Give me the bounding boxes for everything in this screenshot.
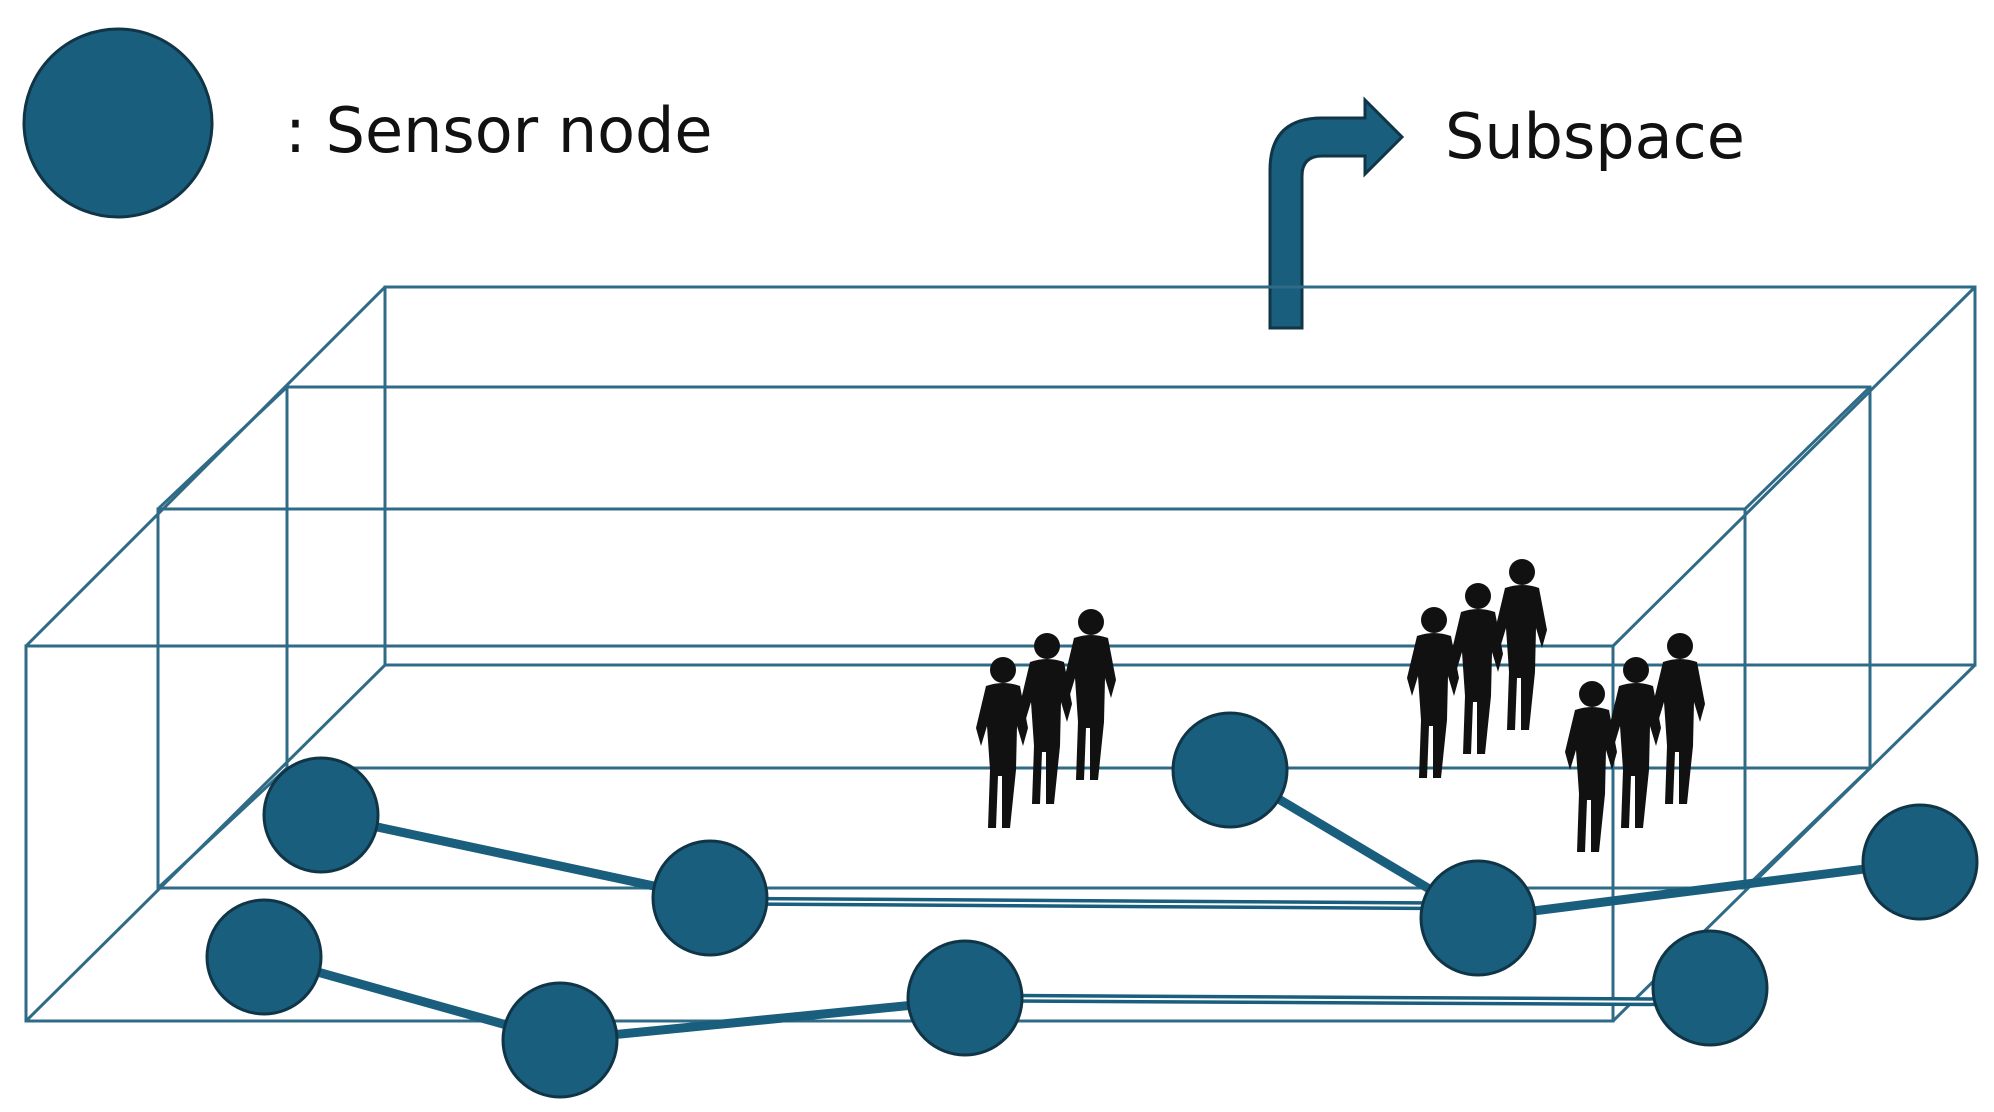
inner-edge-bottom-right [1743, 766, 1872, 890]
people-group-icon [976, 609, 1116, 828]
sensor-node-icon [1419, 859, 1537, 977]
outer-edge-top-left [24, 285, 387, 648]
sensor-node-icon [501, 981, 619, 1099]
people-group-icon [1407, 559, 1547, 778]
sensor-node-icon [1171, 711, 1289, 829]
outer-edge-top-right [1611, 285, 1977, 648]
sensor-node-icon [1861, 803, 1979, 921]
link [1473, 857, 1925, 923]
sensor-nodes [205, 711, 1979, 1099]
inner-edge-bottom-left [156, 766, 289, 890]
sensor-node-icon [651, 839, 769, 957]
sensor-node-icon [1651, 929, 1769, 1047]
sensor-node-icon [262, 756, 380, 874]
legend-sensor-node-icon [22, 27, 214, 219]
outer-box-back [383, 285, 1977, 667]
subspace-label: Subspace [1445, 100, 1745, 173]
sensor-links-inner [709, 900, 1711, 1003]
people-groups [976, 559, 1705, 852]
subspace-callout: Subspace [1268, 96, 1745, 330]
inner-edge-top-left [156, 385, 289, 511]
sensor-node-icon [906, 939, 1024, 1057]
legend: : Sensor node [22, 27, 713, 219]
sensor-node-icon [205, 898, 323, 1016]
link [316, 810, 715, 903]
inner-edge-top-right [1743, 385, 1872, 511]
arrow-icon [1268, 96, 1405, 330]
link [555, 995, 970, 1045]
legend-label: : Sensor node [285, 94, 713, 167]
